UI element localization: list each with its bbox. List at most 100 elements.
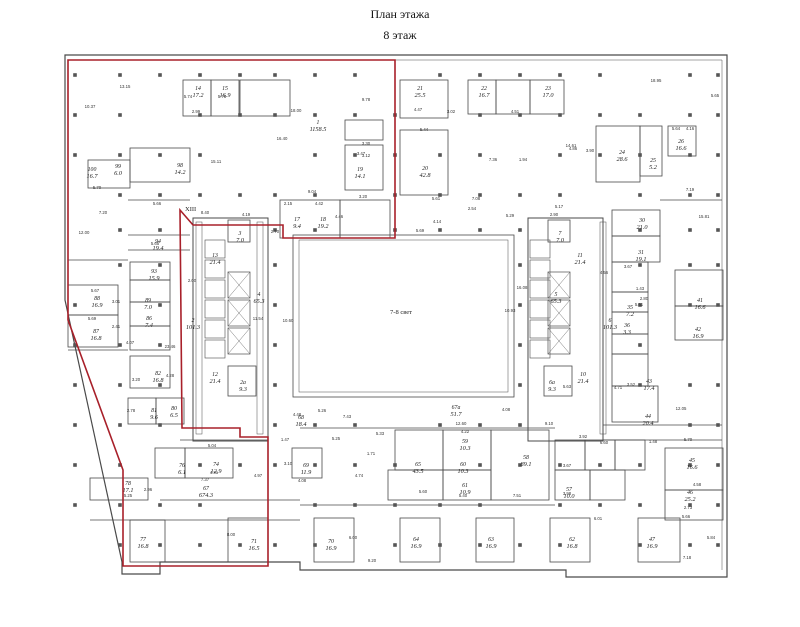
- wall-rect: [339, 199, 391, 239]
- room-area: 16.7: [86, 173, 98, 180]
- dimension-label: 5.29: [506, 213, 515, 218]
- room-number: 18: [320, 217, 326, 223]
- wall-rect: [227, 299, 251, 327]
- room-number: 20: [422, 166, 428, 172]
- column-mark: [518, 73, 522, 77]
- column-mark: [73, 503, 77, 507]
- wall-rect: [599, 221, 607, 435]
- dimension-label: 2.73: [684, 505, 693, 510]
- shaft-cross: [547, 271, 571, 299]
- room-number: 87: [93, 329, 100, 335]
- dimension-label: 7.37: [201, 477, 210, 482]
- dimension-label: 2.99: [192, 109, 201, 114]
- room-area: 25.5: [414, 92, 425, 99]
- column-mark: [598, 73, 602, 77]
- column-mark: [313, 543, 317, 547]
- room-area: 10.9: [459, 489, 471, 496]
- room-area: 43.5: [412, 468, 423, 475]
- column-mark: [716, 73, 720, 77]
- room-area: 16.8: [137, 543, 149, 550]
- column-mark: [558, 73, 562, 77]
- dimension-label: 5.70: [93, 185, 102, 190]
- room-number: 69: [303, 463, 309, 469]
- dimension-label: 15.81: [699, 214, 710, 219]
- room-area: 16.6: [686, 464, 698, 471]
- column-mark: [313, 153, 317, 157]
- wall-rect: [292, 234, 515, 398]
- column-mark: [273, 193, 277, 197]
- wall-rect: [399, 517, 441, 563]
- column-mark: [353, 73, 357, 77]
- room-area: 18.4: [295, 421, 306, 428]
- wall-rect: [89, 477, 149, 501]
- room-number: 65: [415, 462, 421, 468]
- room-area: 16.6: [694, 304, 706, 311]
- column-mark: [73, 73, 77, 77]
- room-area: 9.6: [150, 414, 159, 421]
- column-mark: [273, 73, 277, 77]
- wall-rect: [543, 365, 573, 397]
- column-mark: [313, 113, 317, 117]
- column-mark: [73, 343, 77, 347]
- column-mark: [158, 193, 162, 197]
- room-number: 7: [559, 231, 563, 237]
- wall-rect: [549, 517, 591, 563]
- room-number: 81: [151, 408, 157, 414]
- dimension-label: 9.20: [368, 558, 377, 563]
- room-area: 11.9: [301, 469, 312, 476]
- room-number: 44: [645, 413, 651, 420]
- dimension-label: 8.00: [227, 532, 236, 537]
- dimension-label: 5.70: [684, 437, 693, 442]
- column-mark: [158, 383, 162, 387]
- dimension-label: 12.00: [79, 230, 90, 235]
- column-mark: [638, 383, 642, 387]
- column-mark: [273, 303, 277, 307]
- dimension-label: 7.19: [686, 187, 695, 192]
- wall-rect: [529, 339, 551, 359]
- column-mark: [198, 463, 202, 467]
- room-number: 31: [637, 250, 644, 256]
- room-area: 28.6: [616, 156, 628, 163]
- room-area: 21.0: [636, 224, 648, 231]
- dimension-label: 23.46: [165, 344, 176, 349]
- room-number: 59: [462, 439, 468, 445]
- column-mark: [313, 73, 317, 77]
- dimension-label: 7.08: [472, 196, 481, 201]
- column-mark: [638, 503, 642, 507]
- room-number: 13: [212, 253, 218, 259]
- dimension-label: 5.33: [376, 431, 385, 436]
- room-number: 71: [251, 539, 257, 545]
- dimension-label: 4.74: [355, 473, 364, 478]
- room-area: 12.9: [210, 468, 222, 475]
- room-area: 21.4: [577, 378, 588, 385]
- wall-rect: [239, 79, 291, 117]
- dimension-label: 3.52: [627, 382, 636, 387]
- column-mark: [198, 73, 202, 77]
- wall-rect: [667, 125, 697, 157]
- room-number: 12: [212, 372, 218, 378]
- room-number: 46: [687, 489, 693, 496]
- column-mark: [478, 543, 482, 547]
- room-number: 82: [155, 371, 161, 377]
- room-number: 80: [171, 406, 177, 412]
- wall-rect: [204, 339, 226, 359]
- wall-rect: [589, 469, 626, 501]
- dimension-label: 1.94: [519, 157, 528, 162]
- dimension-label: 5.25: [332, 436, 341, 441]
- room-number: 24: [619, 149, 625, 156]
- room-number: 1: [317, 120, 320, 126]
- room-number: 10: [580, 372, 586, 378]
- dimension-label: 3.92: [579, 434, 588, 439]
- room-number: 58: [523, 455, 529, 461]
- wall-rect: [529, 259, 551, 279]
- column-mark: [313, 228, 317, 232]
- dimension-label: 16.08: [517, 285, 528, 290]
- room-area: 9.4: [293, 223, 301, 230]
- plan-title: План этажа: [371, 7, 431, 21]
- column-mark: [73, 423, 77, 427]
- room-area: 16.9: [325, 545, 337, 552]
- wall-rect: [490, 429, 550, 501]
- wall-rect: [547, 219, 571, 243]
- column-mark: [688, 543, 692, 547]
- dimension-label: 4.51: [511, 109, 520, 114]
